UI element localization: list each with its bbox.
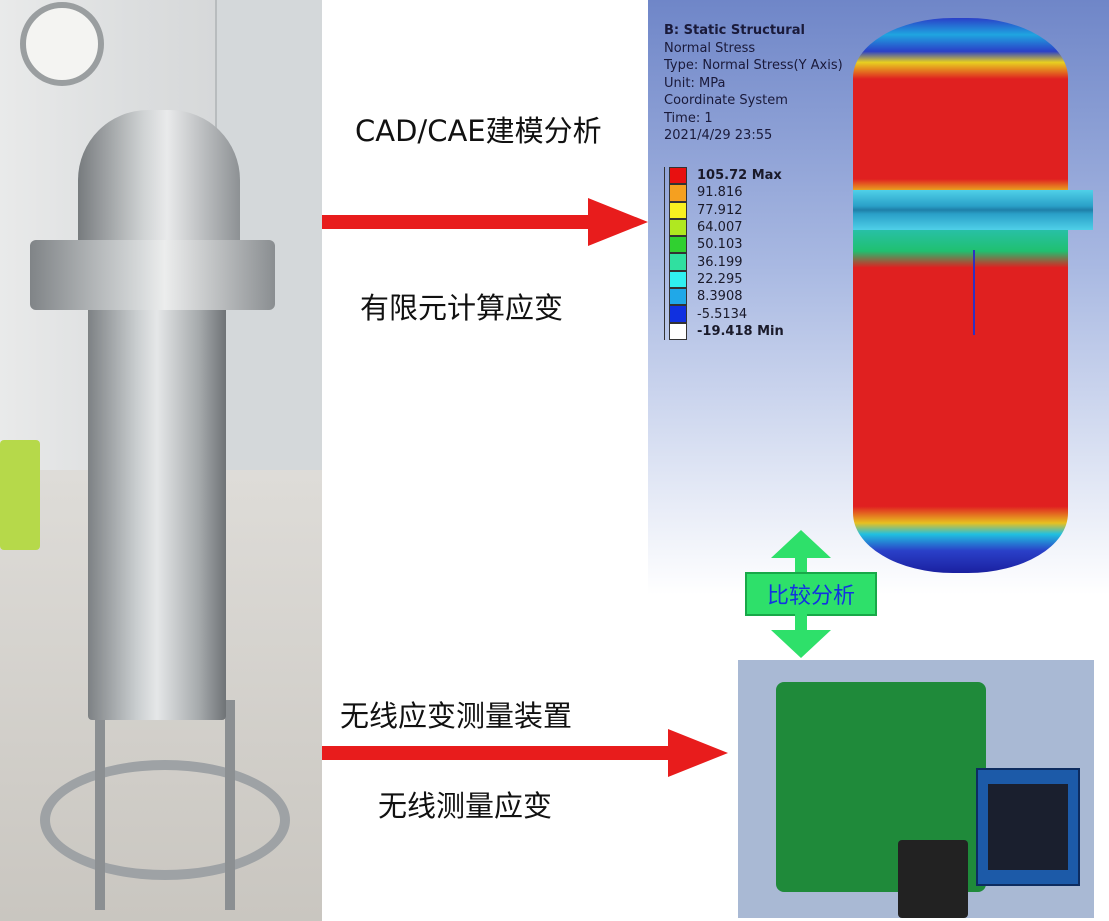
legend-value: 50.103 <box>697 237 743 253</box>
compare-label: 比较分析 <box>745 572 877 616</box>
legend-row: 64.007 <box>665 218 784 237</box>
legend-row: -19.418 Min <box>665 322 784 340</box>
legend-swatch <box>669 218 687 237</box>
y-axis-icon <box>973 250 975 335</box>
wireless-strain-device-photo <box>738 660 1094 918</box>
legend-row: 91.816 <box>665 184 784 202</box>
legend-swatch <box>669 184 687 202</box>
vessel-stand <box>95 700 235 910</box>
legend-row: 77.912 <box>665 201 784 219</box>
vessel-stress-model <box>853 18 1068 573</box>
fea-info-line: Type: Normal Stress(Y Axis) <box>664 58 843 73</box>
legend-swatch <box>669 270 687 289</box>
wifi-module <box>898 840 968 918</box>
flange-stress-model <box>853 190 1093 230</box>
fea-info-line: 2021/4/29 23:55 <box>664 128 773 143</box>
arrow-up-icon <box>771 530 831 558</box>
vessel-body <box>88 300 226 720</box>
legend-value: 91.816 <box>697 185 743 201</box>
legend-swatch <box>669 253 687 271</box>
legend-swatch <box>669 288 687 306</box>
legend-swatch <box>669 322 687 340</box>
vessel-base-ring <box>40 760 290 880</box>
legend-value: 22.295 <box>697 271 743 287</box>
wireless-device-label: 无线应变测量装置 <box>340 699 573 733</box>
arrow-down-icon <box>771 630 831 658</box>
legend-value: 105.72 Max <box>697 168 782 184</box>
legend-row: 8.3908 <box>665 288 784 306</box>
legend-value: 36.199 <box>697 254 743 270</box>
wireless-measure-label: 无线测量应变 <box>378 789 553 823</box>
legend-swatch <box>669 236 687 254</box>
legend-swatch <box>669 167 687 185</box>
legend-swatch <box>669 305 687 323</box>
pressure-vessel-photo <box>0 0 322 921</box>
arrow-shaft <box>795 556 807 574</box>
fea-title: B: Static Structural <box>664 23 805 38</box>
bucket <box>0 440 40 550</box>
oled-screen <box>988 784 1068 870</box>
arrow-bottom-shaft <box>322 746 672 760</box>
legend-value: 77.912 <box>697 202 743 218</box>
fea-info-line: Unit: MPa <box>664 75 726 91</box>
legend-row: 36.199 <box>665 253 784 271</box>
arrow-right-icon <box>588 198 648 246</box>
vessel-flange <box>30 240 275 310</box>
arrow-top-shaft <box>322 215 592 229</box>
legend-row: -5.5134 <box>665 305 784 323</box>
pressure-gauge-icon <box>20 2 104 86</box>
arrow-right-icon <box>668 729 728 777</box>
legend-row: 50.103 <box>665 236 784 254</box>
arrow-shaft <box>795 614 807 632</box>
legend-value: 8.3908 <box>697 289 743 305</box>
legend-row: 105.72 Max <box>665 167 784 185</box>
vessel-head <box>78 110 240 250</box>
legend-value: -5.5134 <box>697 306 748 322</box>
legend-value: -19.418 Min <box>697 323 784 339</box>
fem-label: 有限元计算应变 <box>360 291 564 325</box>
fea-info-line: Normal Stress <box>664 40 756 56</box>
oled-display <box>976 768 1080 886</box>
cad-cae-label: CAD/CAE建模分析 <box>355 114 602 148</box>
fea-result-panel: B: Static Structural Normal Stress Type:… <box>648 0 1109 595</box>
fea-info-line: Coordinate System <box>664 93 788 108</box>
legend-row: 22.295 <box>665 270 784 289</box>
legend-swatch <box>669 201 687 219</box>
fea-info-line: Time: 1 <box>664 110 713 126</box>
legend-value: 64.007 <box>697 220 743 236</box>
